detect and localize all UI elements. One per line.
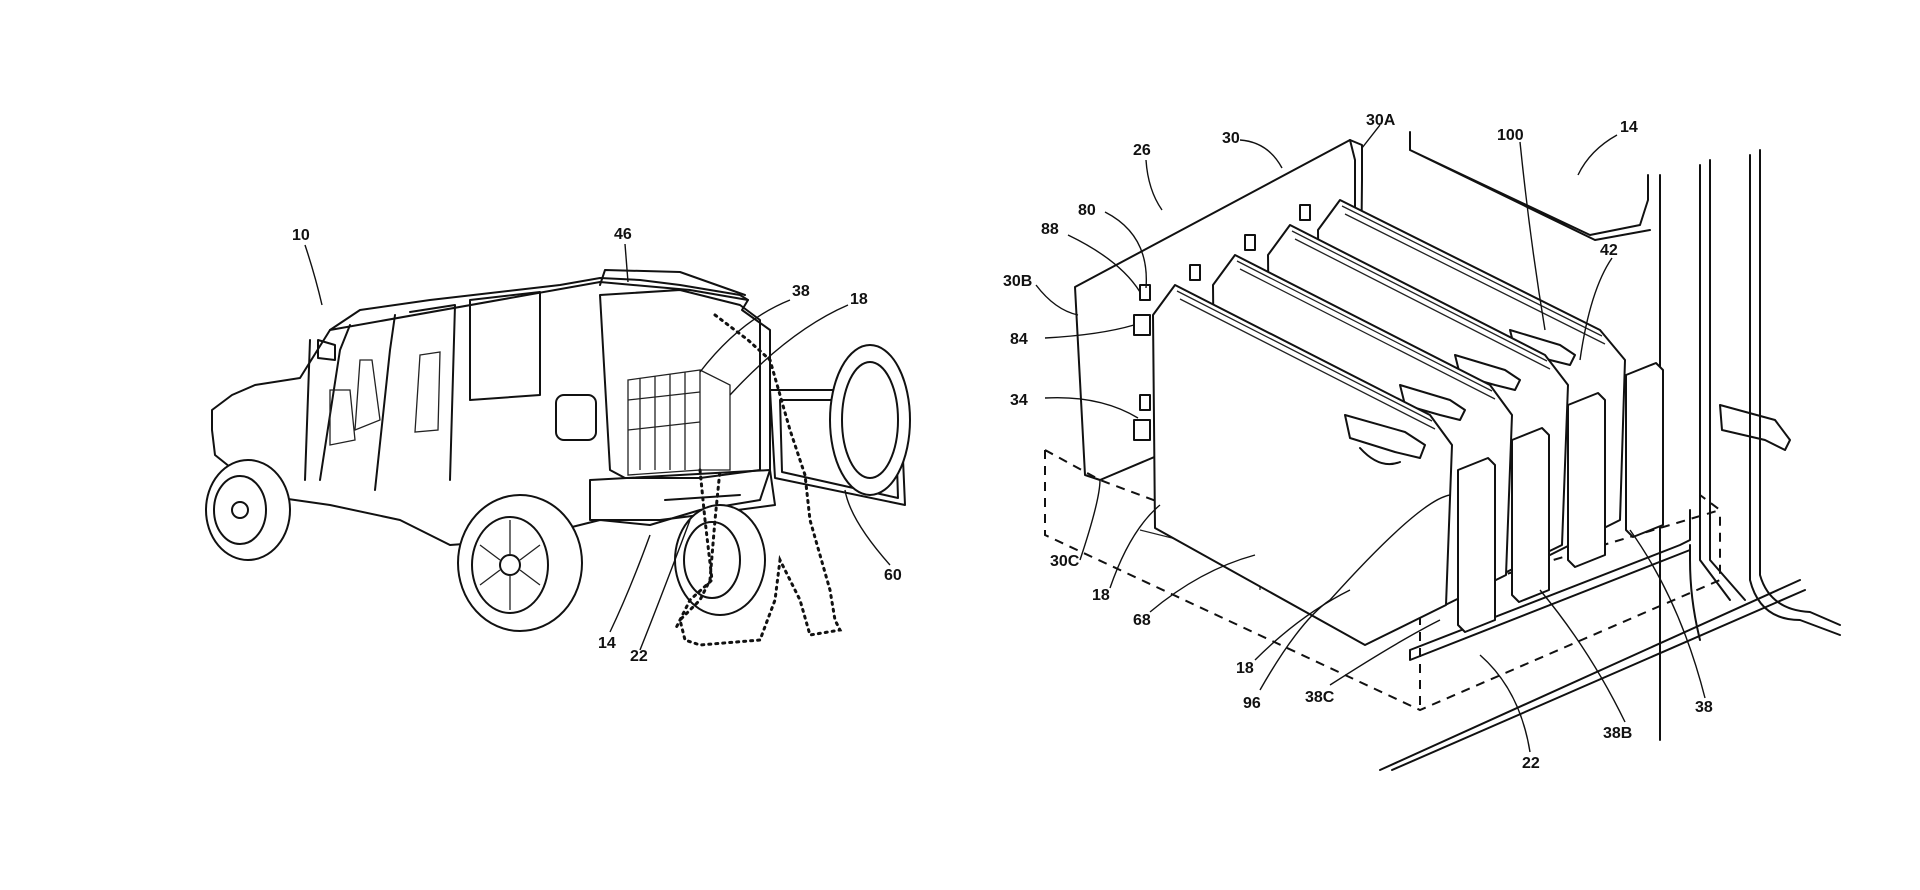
vehicle-seats — [329, 351, 441, 446]
leader-18a — [1109, 504, 1161, 589]
vehicle-body — [211, 277, 771, 546]
cargo-area-wall — [1409, 131, 1746, 741]
leader-26 — [1145, 159, 1163, 211]
ref-label-30C: 30C — [1050, 553, 1080, 570]
cargo-floor-edge — [1379, 579, 1806, 771]
leader-38 — [699, 299, 791, 373]
ref-label-84: 84 — [1010, 331, 1028, 348]
removed-rack-outline-2 — [673, 468, 714, 632]
ref-label-68: 68 — [1133, 612, 1151, 629]
leader-38B — [1539, 589, 1626, 723]
ref-label-18b: 18 — [1236, 660, 1254, 677]
leader-30 — [1239, 139, 1283, 169]
ref-label-30: 30 — [1222, 130, 1240, 147]
divider-posts — [1457, 362, 1664, 633]
leader-14r — [1577, 134, 1618, 176]
leader-22 — [639, 519, 691, 651]
leader-18b — [1254, 589, 1351, 661]
leader-14 — [609, 534, 651, 633]
base-rail — [1409, 509, 1691, 661]
ref-label-22: 22 — [630, 648, 648, 665]
leader-30A — [1361, 124, 1381, 149]
leader-88 — [1067, 234, 1141, 293]
ref-label-18: 18 — [850, 291, 868, 308]
ref-label-42: 42 — [1600, 242, 1618, 259]
leader-46 — [624, 243, 629, 283]
front-wheel — [205, 459, 291, 561]
ref-label-88: 88 — [1041, 221, 1059, 238]
ref-label-38B: 38B — [1603, 725, 1632, 742]
leader-30B — [1035, 284, 1079, 316]
ref-label-34: 34 — [1010, 392, 1028, 409]
leader-22r — [1479, 654, 1531, 753]
leader-38C — [1329, 619, 1441, 686]
vehicle-liftgate-glass — [599, 269, 746, 296]
leader-42 — [1579, 257, 1613, 361]
ref-label-100: 100 — [1497, 127, 1524, 144]
ref-label-60: 60 — [884, 567, 902, 584]
ref-label-30A: 30A — [1366, 112, 1396, 129]
ref-label-18a: 18 — [1092, 587, 1110, 604]
vehicle-taillamp — [555, 394, 597, 441]
leader-18 — [729, 304, 849, 396]
cargo-pillar — [1749, 149, 1841, 636]
ref-label-26: 26 — [1133, 142, 1151, 159]
ref-label-22: 22 — [1522, 755, 1540, 772]
ref-label-38C: 38C — [1305, 689, 1335, 706]
leader-68 — [1149, 554, 1256, 613]
leader-30C — [1079, 479, 1101, 561]
leader-84 — [1044, 324, 1135, 339]
removed-rack-outline — [678, 313, 843, 647]
ref-label-46: 46 — [614, 226, 632, 243]
leader-80 — [1104, 211, 1148, 289]
ref-label-38: 38 — [1695, 699, 1713, 716]
vehicle-cargo-opening — [599, 289, 761, 479]
ref-label-38: 38 — [792, 283, 810, 300]
ref-label-10: 10 — [292, 227, 310, 244]
vehicle-figure: 10 46 38 18 60 14 22 — [205, 226, 911, 665]
container-handle — [1344, 414, 1426, 466]
ref-label-96: 96 — [1243, 695, 1261, 712]
leader-38 — [1629, 529, 1706, 699]
leader-60 — [844, 489, 891, 566]
leader-96 — [1259, 494, 1451, 691]
far-rear-wheel — [674, 504, 766, 616]
leader-100 — [1519, 141, 1546, 331]
ref-label-14: 14 — [598, 635, 616, 652]
leader-34 — [1044, 396, 1139, 419]
container-1 — [1152, 284, 1453, 646]
ref-label-14: 14 — [1620, 119, 1638, 136]
vehicle-door-frames — [304, 291, 541, 491]
storage-figure: 26 30 30A 100 14 80 88 42 30B 84 34 30C … — [1003, 112, 1841, 772]
vehicle-storage-racks — [627, 369, 731, 476]
rear-wheel — [457, 494, 583, 632]
cargo-handle — [1719, 404, 1791, 451]
ref-label-30B: 30B — [1003, 273, 1032, 290]
leader-10 — [304, 244, 323, 306]
spare-tire — [829, 344, 911, 496]
ref-label-80: 80 — [1078, 202, 1096, 219]
side-mirror — [317, 339, 336, 361]
vehicle-roof — [329, 281, 749, 331]
